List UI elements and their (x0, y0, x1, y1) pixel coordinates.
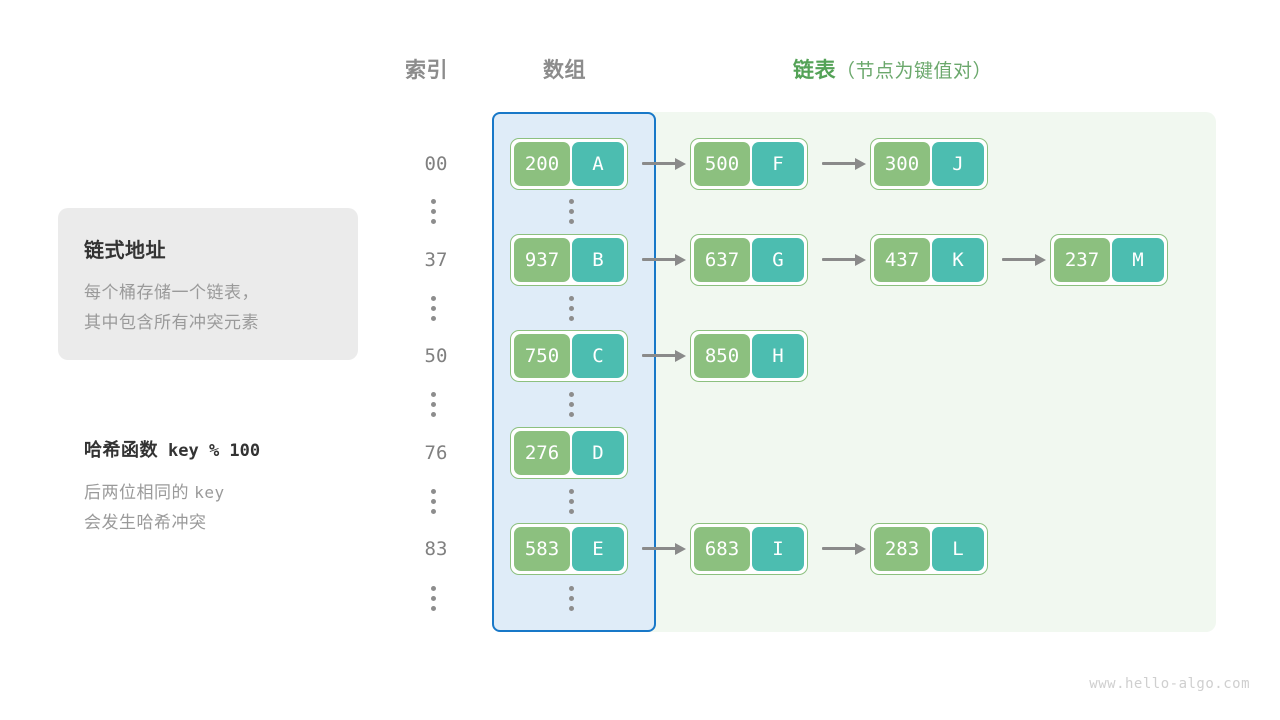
array-ellipsis (569, 489, 579, 514)
index-ellipsis (431, 199, 441, 224)
hash-function-title: 哈希函数 key % 100 (84, 436, 260, 462)
index-ellipsis (431, 296, 441, 321)
node-value-cell: E (572, 527, 624, 571)
node-value-cell: A (572, 142, 624, 186)
chain-arrow (642, 254, 686, 266)
watermark: www.hello-algo.com (1089, 676, 1250, 692)
node-key-cell: 850 (694, 334, 750, 378)
index-label-83: 83 (424, 538, 448, 560)
column-header-linked-list-sub: （节点为键值对） (836, 61, 993, 82)
node-value-cell: J (932, 142, 984, 186)
chain-arrow (642, 543, 686, 555)
node-key-cell: 200 (514, 142, 570, 186)
node-key-cell: 283 (874, 527, 930, 571)
index-label-50: 50 (424, 345, 448, 367)
node-key-cell: 937 (514, 238, 570, 282)
info-card (58, 208, 358, 360)
info-card-line-1: 每个桶存储一个链表， (84, 283, 259, 302)
node-key-cell: 750 (514, 334, 570, 378)
chain-arrow (822, 543, 866, 555)
node-value-cell: M (1112, 238, 1164, 282)
chain-arrow (1002, 254, 1046, 266)
index-ellipsis (431, 586, 441, 611)
node-value-cell: B (572, 238, 624, 282)
chain-arrow (822, 158, 866, 170)
node-key-cell: 437 (874, 238, 930, 282)
node-key-cell: 683 (694, 527, 750, 571)
hash-function-line-1: 后两位相同的 key (84, 478, 225, 508)
node-key-cell: 300 (874, 142, 930, 186)
hash-function-expression: key % 100 (168, 441, 261, 461)
hash-function-line-2: 会发生哈希冲突 (84, 513, 207, 532)
node-value-cell: C (572, 334, 624, 378)
hash-function-line-1-zh: 后两位相同的 (84, 483, 189, 502)
node-value-cell: I (752, 527, 804, 571)
node-value-cell: H (752, 334, 804, 378)
node-value-cell: F (752, 142, 804, 186)
node-key-cell: 637 (694, 238, 750, 282)
array-ellipsis (569, 392, 579, 417)
column-header-index: 索引 (405, 59, 448, 82)
node-value-cell: K (932, 238, 984, 282)
info-card-line-2: 其中包含所有冲突元素 (84, 313, 259, 332)
column-header-array: 数组 (543, 59, 586, 82)
node-key-cell: 276 (514, 431, 570, 475)
node-value-cell: L (932, 527, 984, 571)
column-header-linked-list-strong: 链表 (793, 59, 836, 82)
index-ellipsis (431, 489, 441, 514)
array-ellipsis (569, 586, 579, 611)
index-label-37: 37 (424, 249, 448, 271)
info-card-title: 链式地址 (84, 240, 166, 262)
index-label-00: 00 (424, 153, 448, 175)
chain-arrow (642, 350, 686, 362)
index-label-76: 76 (424, 442, 448, 464)
chain-arrow (822, 254, 866, 266)
chain-arrow (642, 158, 686, 170)
array-ellipsis (569, 199, 579, 224)
node-key-cell: 583 (514, 527, 570, 571)
array-ellipsis (569, 296, 579, 321)
hash-function-line-1-mono: key (194, 483, 225, 502)
index-ellipsis (431, 392, 441, 417)
node-value-cell: D (572, 431, 624, 475)
node-value-cell: G (752, 238, 804, 282)
hash-function-label: 哈希函数 (84, 440, 158, 460)
hash-function-body: 后两位相同的 key 会发生哈希冲突 (84, 478, 225, 538)
node-key-cell: 237 (1054, 238, 1110, 282)
column-header-linked-list: 链表（节点为键值对） (793, 54, 992, 84)
info-card-body: 每个桶存储一个链表， 其中包含所有冲突元素 (84, 278, 259, 338)
node-key-cell: 500 (694, 142, 750, 186)
